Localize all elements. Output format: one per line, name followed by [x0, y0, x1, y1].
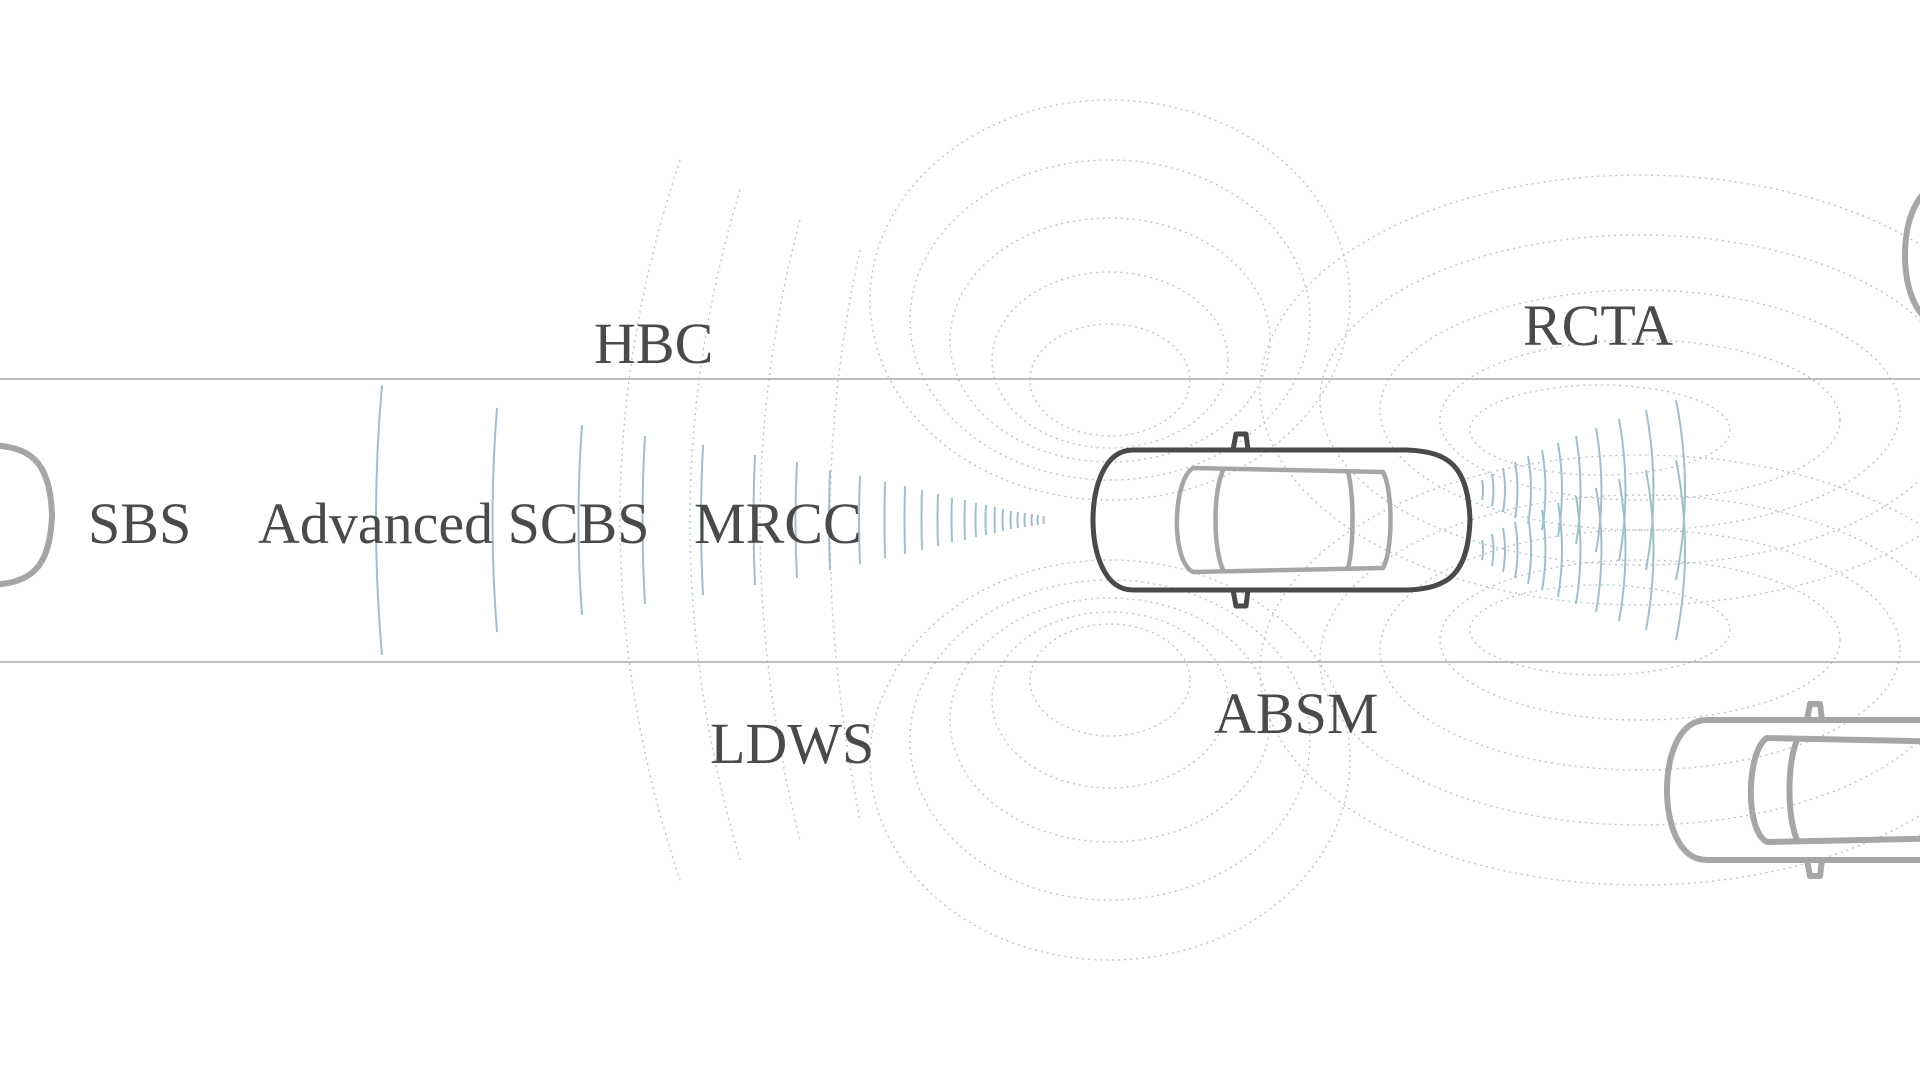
dotted-detection-fields [619, 99, 1920, 961]
front-car-icon [0, 429, 52, 601]
label-rcta: RCTA [1523, 293, 1673, 358]
label-mrcc: MRCC [694, 491, 862, 556]
front-sensor-waves [375, 384, 1045, 656]
ego-car-icon [1090, 431, 1473, 609]
rear-car-bottom-icon [1667, 704, 1920, 876]
label-absm: ABSM [1214, 681, 1378, 746]
label-sbs: SBS [88, 491, 191, 556]
rear-sensor-waves [1481, 399, 1686, 641]
label-ldws: LDWS [710, 711, 874, 776]
label-advanced-scbs: Advanced SCBS [258, 491, 650, 556]
label-hbc: HBC [594, 311, 713, 376]
rear-car-top-icon [1905, 169, 1920, 341]
